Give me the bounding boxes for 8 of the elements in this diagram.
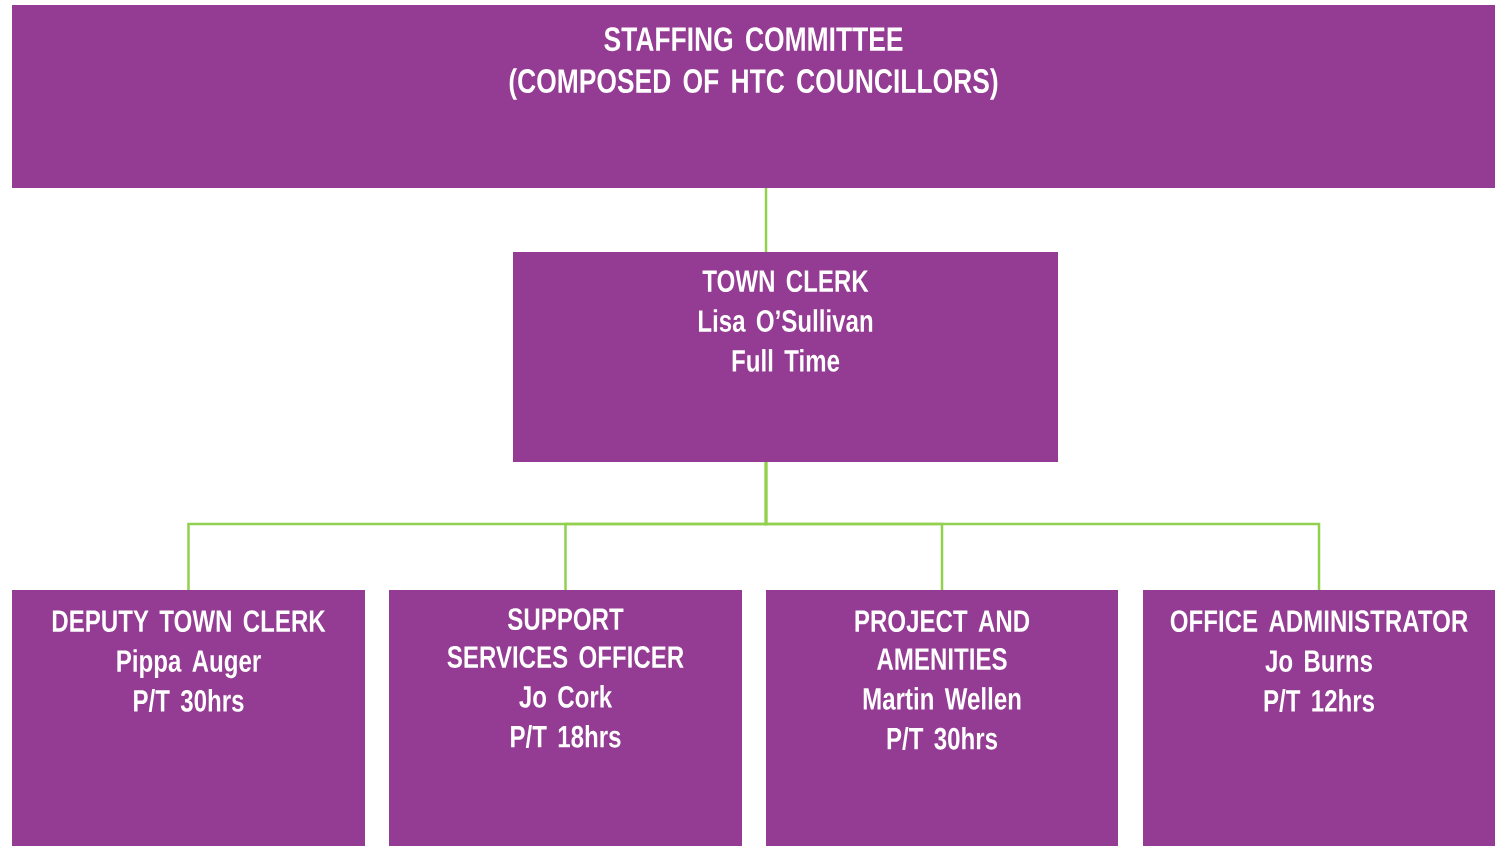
role-box: TOWN CLERK Lisa O’Sullivan Full Time [513,252,1058,462]
role-box: SUPPORT SERVICES OFFICER Jo Cork P/T 18hrs [389,590,742,846]
connector-line [764,462,1321,590]
role-box: PROJECT AND AMENITIES Martin Wellen P/T 30hrs [766,590,1118,846]
connector-line [764,188,768,252]
role-box: OFFICE ADMINISTRATOR Jo Burns P/T 12hrs [1143,590,1495,846]
role-box: DEPUTY TOWN CLERK Pippa Auger P/T 30hrs [12,590,365,846]
role-box: STAFFING COMMITTEE (COMPOSED OF HTC COUNCILLORS) [12,5,1495,188]
